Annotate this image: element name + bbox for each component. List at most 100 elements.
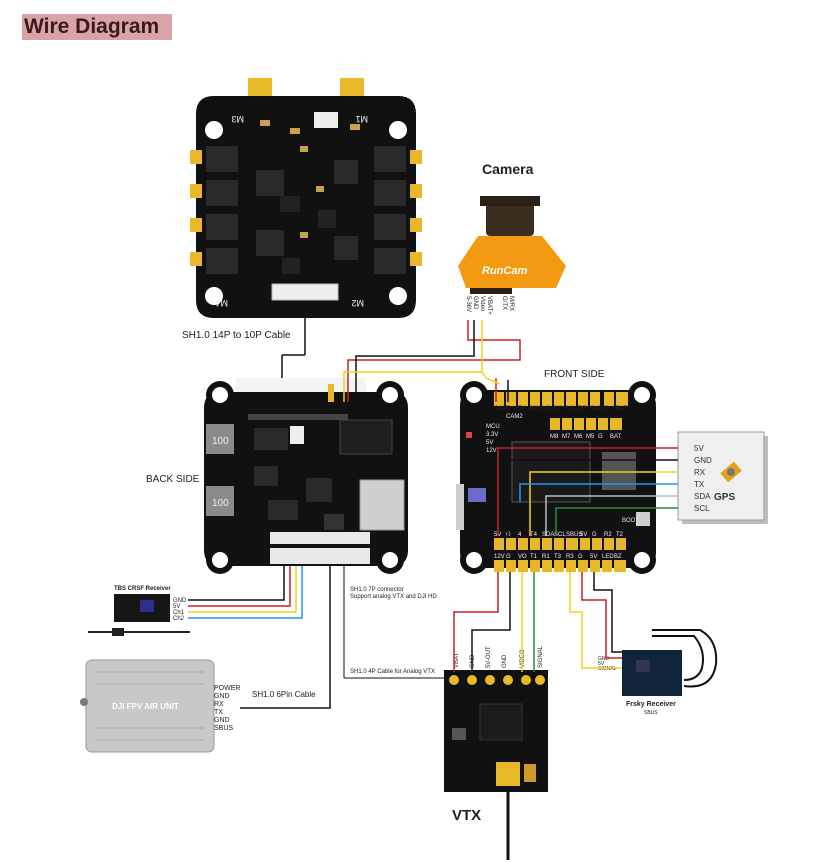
gps-module: 5V GND RX TX SDA SCL GPS — [677, 431, 768, 524]
fc-pad-label: M8 — [550, 434, 559, 440]
esc-label-m4: M4 — [215, 298, 228, 308]
vtx-pin-label: SIGNAL — [538, 645, 544, 668]
fc-pad-label: T2 — [616, 532, 624, 538]
esc-board: M3 M1 M4 M2 — [190, 78, 422, 318]
camera-pin-label: VBAT+ — [486, 296, 492, 315]
fc-pad-label: G — [592, 532, 597, 538]
dji-pin-label: TX — [214, 709, 223, 716]
camera-pin-label: Video — [479, 296, 485, 312]
camera-pin-label: M/RX — [508, 296, 514, 311]
vtx-module: VTX — [444, 670, 548, 860]
vtx-pin-label: GND — [502, 654, 508, 668]
gps-pin-label: SDA — [694, 492, 711, 501]
frsky-label: Frsky Receiver — [626, 701, 676, 708]
fc-pad-label: G — [604, 406, 609, 412]
fc-pad-label: CAM — [494, 406, 507, 412]
camera-pins: 5-36V GND Video VBAT+ G/TX M/RX — [465, 296, 514, 315]
svg-text:100: 100 — [212, 498, 229, 509]
vtx-pin-label: VIDEO — [520, 649, 526, 668]
vtx-label: VTX — [452, 807, 481, 824]
fc-pad-label: R5 — [578, 406, 586, 412]
vtx-pin-label: GND — [470, 654, 476, 668]
fc-pad-label: T1 — [530, 554, 538, 560]
fc-pad-label: VO — [518, 554, 527, 560]
fc-pad-label: R1 — [542, 554, 550, 560]
dji-label: DJI FPV AIR UNIT — [112, 702, 179, 711]
camera-pin-label: 5-36V — [465, 296, 471, 312]
frsky-pin-label: GND — [598, 656, 610, 662]
cable-6pin-label: SH1.0 6Pin Cable — [252, 690, 316, 699]
esc-label-m3: M3 — [231, 114, 244, 124]
gps-wires — [497, 447, 678, 536]
fc-pad-label: T3 — [554, 554, 562, 560]
esc-label-m1: M1 — [355, 114, 368, 124]
fc-pad-label: R2 — [604, 532, 612, 538]
vtx-pin-label: VBAT — [454, 652, 460, 668]
gps-pin-label: SCL — [694, 504, 710, 513]
frsky-pin-label: SIGNAL — [598, 666, 617, 672]
dji-air-unit: DJI FPV AIR UNIT POWER GND RX TX GND SBU… — [80, 659, 240, 753]
fc-pad-label: M5 — [586, 434, 595, 440]
gps-pin-label: 5V — [694, 444, 704, 453]
fc-pad-label: G — [598, 434, 603, 440]
dji-pin-label: GND — [214, 717, 230, 724]
fc-pad-label: 5V — [590, 554, 597, 560]
fc-pad-label: CUR — [590, 406, 604, 412]
fc-pad-label: M4 — [530, 406, 539, 412]
fc-pad-label: G — [506, 406, 511, 412]
tbs-pin-label: Ch2 — [173, 616, 185, 622]
gps-pin-label: RX — [694, 468, 706, 477]
camera-label: Camera — [482, 161, 534, 177]
vtx-pins: VBAT GND 5V-OUT GND VIDEO SIGNAL — [454, 645, 544, 668]
camera: Camera RunCam — [458, 161, 566, 294]
fc-back-board: 100 100 — [204, 378, 408, 574]
fc-pad-label: BZ — [614, 554, 622, 560]
dji-pin-label: RX — [214, 701, 224, 708]
page-title: Wire Diagram — [22, 14, 172, 40]
fc-pad-label: SDA — [542, 532, 554, 538]
svg-text:100: 100 — [212, 436, 229, 447]
gps-pin-label: GND — [694, 456, 712, 465]
connector-note-1: SH1.0 7P connector — [350, 587, 404, 593]
tbs-label: TBS CRSF Receiver — [114, 586, 171, 592]
gps-pin-label: TX — [694, 480, 705, 489]
frsky-sub-label: SBUS — [644, 710, 658, 716]
front-side-label: FRONT SIDE — [544, 369, 605, 380]
dji-pin-label: GND — [214, 693, 230, 700]
tbs-pin-label: 5V — [173, 604, 180, 610]
frsky-receiver: Frsky Receiver SBUS GND 5V SIGNAL — [598, 629, 718, 716]
fc-pad-label: M6 — [574, 434, 583, 440]
fc-pad-label: 5V — [518, 406, 525, 412]
fc-small-label: BOOT — [622, 518, 639, 524]
fc-pad-label: M2 — [554, 406, 563, 412]
fc-pad-label: G — [506, 554, 511, 560]
fc-pad-label: M1 — [566, 406, 575, 412]
fc-small-label: MCU — [486, 424, 500, 430]
frsky-wires — [569, 572, 622, 669]
fc-pad-label: BAT — [616, 406, 628, 412]
fc-pad-label: 4 — [518, 532, 522, 538]
fc-pad-label: G — [578, 554, 583, 560]
fc-pad-label: R3 — [566, 554, 574, 560]
fc-pad-label: 5V — [580, 532, 587, 538]
dji-pin-label: SBUS — [214, 725, 233, 732]
vtx-pin-label: 5V-OUT — [486, 646, 492, 668]
fc-pad-label: BAT — [610, 434, 622, 440]
fc-small-label: CAM2 — [506, 414, 523, 420]
gps-label: GPS — [714, 492, 735, 503]
vtx-wires — [453, 572, 535, 672]
fc-small-label: 12V — [486, 448, 497, 454]
tbs-receiver: TBS CRSF Receiver GND 5V Ch1 Ch2 — [88, 586, 190, 636]
fc-pad-label: M3 — [542, 406, 551, 412]
tbs-pin-label: GND — [173, 598, 187, 604]
fc-pad-label: LED — [602, 554, 614, 560]
fc-small-label: 3.3V — [486, 432, 498, 438]
dji-pin-label: POWER — [214, 685, 240, 692]
camera-pin-label: G/TX — [501, 296, 507, 310]
cable-14p-label: SH1.0 14P to 10P Cable — [182, 330, 291, 341]
satellite-icon — [720, 461, 742, 483]
fc-pad-label: 12V — [494, 554, 505, 560]
camera-wires — [343, 320, 521, 402]
camera-pin-label: GND — [472, 296, 478, 310]
